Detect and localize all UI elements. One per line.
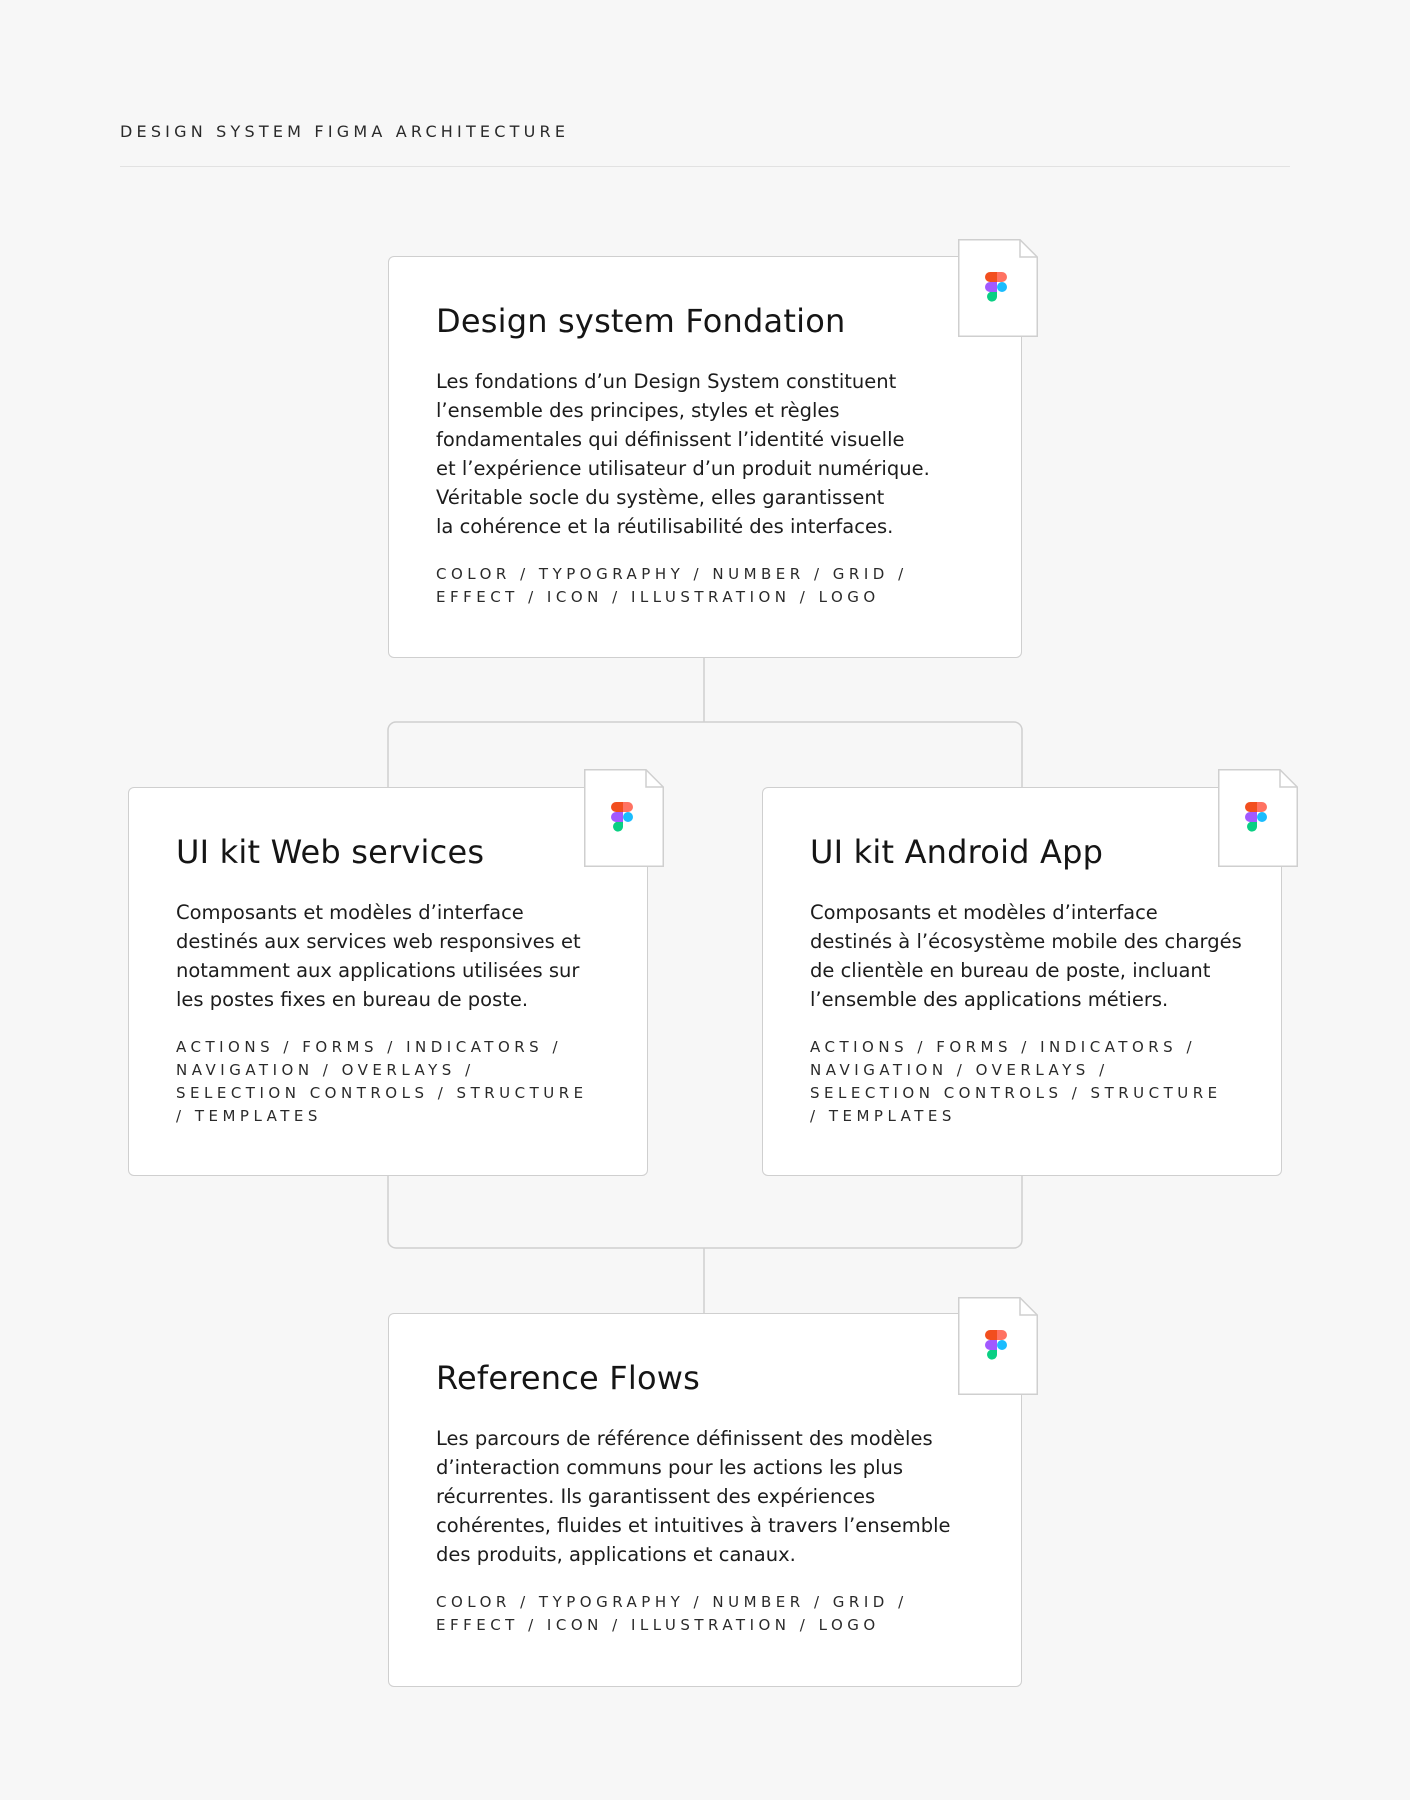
page-title: DESIGN SYSTEM FIGMA ARCHITECTURE bbox=[120, 122, 570, 141]
card-foundation[interactable]: Design system Fondation Les fondations d… bbox=[388, 256, 1022, 658]
figma-file-icon[interactable] bbox=[1218, 769, 1298, 867]
card-tags: COLOR / TYPOGRAPHY / NUMBER / GRID / EFF… bbox=[436, 565, 908, 606]
card-description: Les parcours de référence définissent de… bbox=[436, 1427, 951, 1566]
card-reference-flows[interactable]: Reference Flows Les parcours de référenc… bbox=[388, 1313, 1022, 1687]
card-android-app[interactable]: UI kit Android App Composants et modèles… bbox=[762, 787, 1282, 1176]
card-web-services[interactable]: UI kit Web services Composants et modèle… bbox=[128, 787, 648, 1176]
figma-file-icon[interactable] bbox=[584, 769, 664, 867]
card-title: UI kit Web services bbox=[176, 833, 485, 871]
card-tags: COLOR / TYPOGRAPHY / NUMBER / GRID / EFF… bbox=[436, 1593, 908, 1634]
card-tags: ACTIONS / FORMS / INDICATORS / NAVIGATIO… bbox=[176, 1038, 588, 1125]
header-divider bbox=[120, 166, 1290, 167]
card-title: UI kit Android App bbox=[810, 833, 1104, 871]
card-description: Composants et modèles d’interface destin… bbox=[176, 901, 581, 1011]
card-tags: ACTIONS / FORMS / INDICATORS / NAVIGATIO… bbox=[810, 1038, 1222, 1125]
connector-lower-bracket bbox=[387, 1175, 1023, 1249]
connector-upper-bracket bbox=[387, 721, 1023, 787]
card-description: Les fondations d’un Design System consti… bbox=[436, 370, 930, 538]
card-description: Composants et modèles d’interface destin… bbox=[810, 901, 1242, 1011]
card-title: Reference Flows bbox=[436, 1359, 701, 1397]
figma-file-icon[interactable] bbox=[958, 1297, 1038, 1395]
figma-file-icon[interactable] bbox=[958, 239, 1038, 337]
card-title: Design system Fondation bbox=[436, 302, 846, 340]
